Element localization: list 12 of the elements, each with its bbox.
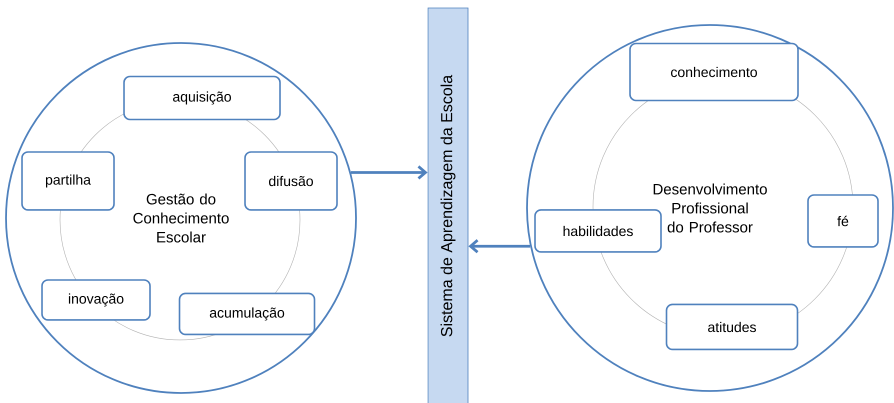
- arrow: [350, 165, 428, 180]
- rounded-box: aquisição: [123, 76, 281, 120]
- rounded-box: acumulação: [178, 292, 316, 336]
- rounded-box: conhecimento: [629, 42, 799, 102]
- rounded-box: difusão: [244, 151, 338, 211]
- rounded-box: inovação: [41, 279, 151, 321]
- rounded-box: habilidades: [534, 209, 662, 253]
- rounded-box: fé: [807, 194, 879, 248]
- rounded-box: atitudes: [666, 304, 798, 350]
- rounded-box: partilha: [21, 151, 115, 211]
- arrow: [468, 239, 530, 254]
- vertical-bar: Sistema de Aprendizagem da Escola: [428, 8, 468, 403]
